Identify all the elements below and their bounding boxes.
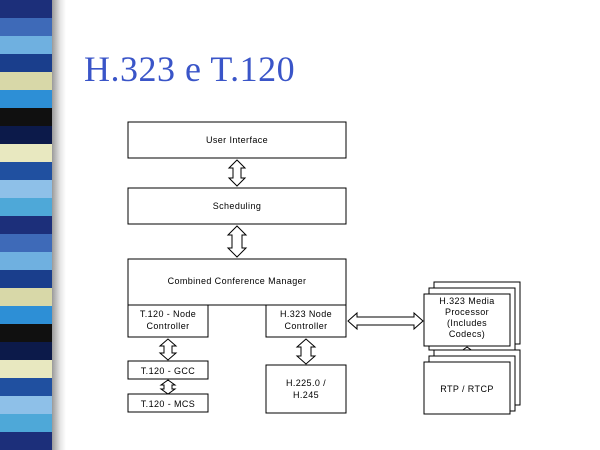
rtp-rtcp-box xyxy=(423,361,511,415)
t120-mcs-box xyxy=(127,393,209,413)
h323-node-controller-box xyxy=(265,304,347,338)
scheduling-ccm-arrow xyxy=(226,225,248,258)
h225-label-2: H.245 xyxy=(293,390,319,400)
stripe-segment xyxy=(0,72,52,90)
t120-gcc-label: T.120 - GCC xyxy=(141,366,196,376)
stripe-segment xyxy=(0,270,52,288)
stripe-segment xyxy=(0,144,52,162)
stripe-shadow xyxy=(52,0,66,450)
t120-gcc-box xyxy=(127,360,209,380)
stripe-segment xyxy=(0,0,52,18)
user-interface-box xyxy=(127,121,347,159)
t120-node-label-2: Controller xyxy=(146,321,189,331)
h323-node-label-2: Controller xyxy=(284,321,327,331)
h225-label-1: H.225.0 / xyxy=(286,378,326,388)
stripe-segment xyxy=(0,90,52,108)
stripe-segment xyxy=(0,18,52,36)
stripe-segment xyxy=(0,162,52,180)
media-processor-box xyxy=(423,293,511,347)
stripe-segment xyxy=(0,180,52,198)
stripe-segment xyxy=(0,378,52,396)
media-label-4: Codecs) xyxy=(449,329,485,339)
media-label-2: Processor xyxy=(445,307,489,317)
stripe-segment xyxy=(0,360,52,378)
stripe-segment xyxy=(0,252,52,270)
stripe-segment xyxy=(0,396,52,414)
stripe-segment xyxy=(0,288,52,306)
scheduling-label: Scheduling xyxy=(213,201,262,211)
gcc-mcs-arrow xyxy=(159,379,177,395)
media-label-1: H.323 Media xyxy=(439,296,494,306)
stripe-segment xyxy=(0,54,52,72)
stripe-segment xyxy=(0,198,52,216)
stripe-segment xyxy=(0,36,52,54)
slide-title: H.323 e T.120 xyxy=(84,49,296,89)
ccm-box xyxy=(127,258,347,306)
user-interface-label: User Interface xyxy=(206,135,268,145)
h225-h245-box xyxy=(265,364,347,414)
stripe-segment xyxy=(0,216,52,234)
stripe-segment xyxy=(0,126,52,144)
t120-node-controller-box xyxy=(127,304,209,338)
stripe-segment xyxy=(0,234,52,252)
ui-scheduling-arrow xyxy=(227,159,247,187)
rtp-rtcp-label: RTP / RTCP xyxy=(440,384,494,394)
t120-node-label-1: T.120 - Node xyxy=(140,309,196,319)
media-label-3: (Includes xyxy=(447,318,487,328)
t120-mcs-label: T.120 - MCS xyxy=(141,399,195,409)
ccm-label: Combined Conference Manager xyxy=(168,276,307,286)
h323-node-media-arrow xyxy=(347,311,424,331)
stripe-segment xyxy=(0,414,52,432)
stripe-segment xyxy=(0,342,52,360)
stripe-segment xyxy=(0,306,52,324)
h323-node-label-1: H.323 Node xyxy=(280,309,332,319)
stripe-segment xyxy=(0,432,52,450)
stripe-segment xyxy=(0,324,52,342)
decorative-stripe-bar xyxy=(0,0,66,450)
h323-node-h225-arrow xyxy=(295,338,317,365)
scheduling-box xyxy=(127,187,347,225)
t120-node-gcc-arrow xyxy=(158,338,178,361)
stripe-segment xyxy=(0,108,52,126)
